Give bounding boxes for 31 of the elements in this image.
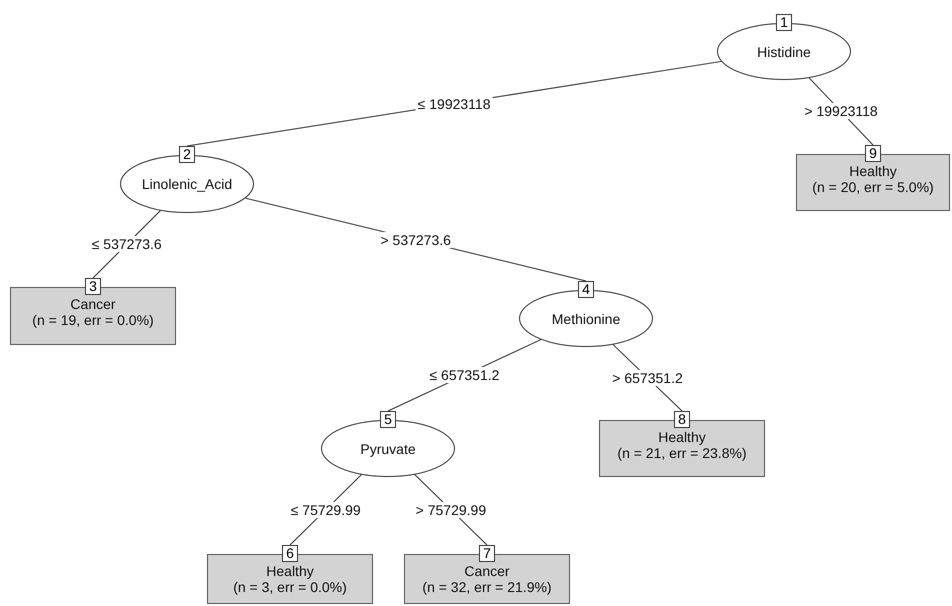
class-label: Healthy xyxy=(266,563,314,579)
node-number: 3 xyxy=(85,278,101,295)
variable-name: Methionine xyxy=(552,310,620,326)
class-label: Healthy xyxy=(658,429,706,445)
variable-name: Histidine xyxy=(757,44,811,60)
edge-label: > 657351.2 xyxy=(610,370,685,386)
node-number: 5 xyxy=(380,411,396,428)
node-number: 6 xyxy=(282,545,298,562)
node-number: 4 xyxy=(578,281,594,298)
class-label: Cancer xyxy=(464,563,510,579)
leaf-stats: (n = 3, err = 0.0%) xyxy=(233,579,347,595)
variable-name: Linolenic_Acid xyxy=(142,176,232,192)
class-label: Healthy xyxy=(849,163,897,179)
edge-label: ≤ 657351.2 xyxy=(427,367,502,384)
edge-label: > 19923118 xyxy=(802,103,880,120)
edge-label: ≤ 537273.6 xyxy=(90,236,164,252)
edge-label: ≤ 19923118 xyxy=(416,96,492,112)
leaf-stats: (n = 20, err = 5.0%) xyxy=(812,179,934,195)
node-number: 2 xyxy=(179,146,195,163)
class-label: Cancer xyxy=(70,296,116,312)
node-number: 8 xyxy=(674,411,690,428)
leaf-stats: (n = 21, err = 23.8%) xyxy=(617,445,747,461)
edge-label: > 75729.99 xyxy=(414,502,488,518)
variable-name: Pyruvate xyxy=(360,440,416,456)
node-number: 1 xyxy=(776,14,792,31)
leaf-stats: (n = 32, err = 21.9%) xyxy=(422,579,552,595)
edge-label: > 537273.6 xyxy=(378,232,453,248)
leaf-stats: (n = 19, err = 0.0%) xyxy=(32,312,154,328)
edge-label: ≤ 75729.99 xyxy=(288,502,363,518)
node-number: 7 xyxy=(479,545,495,562)
node-number: 9 xyxy=(865,145,881,162)
